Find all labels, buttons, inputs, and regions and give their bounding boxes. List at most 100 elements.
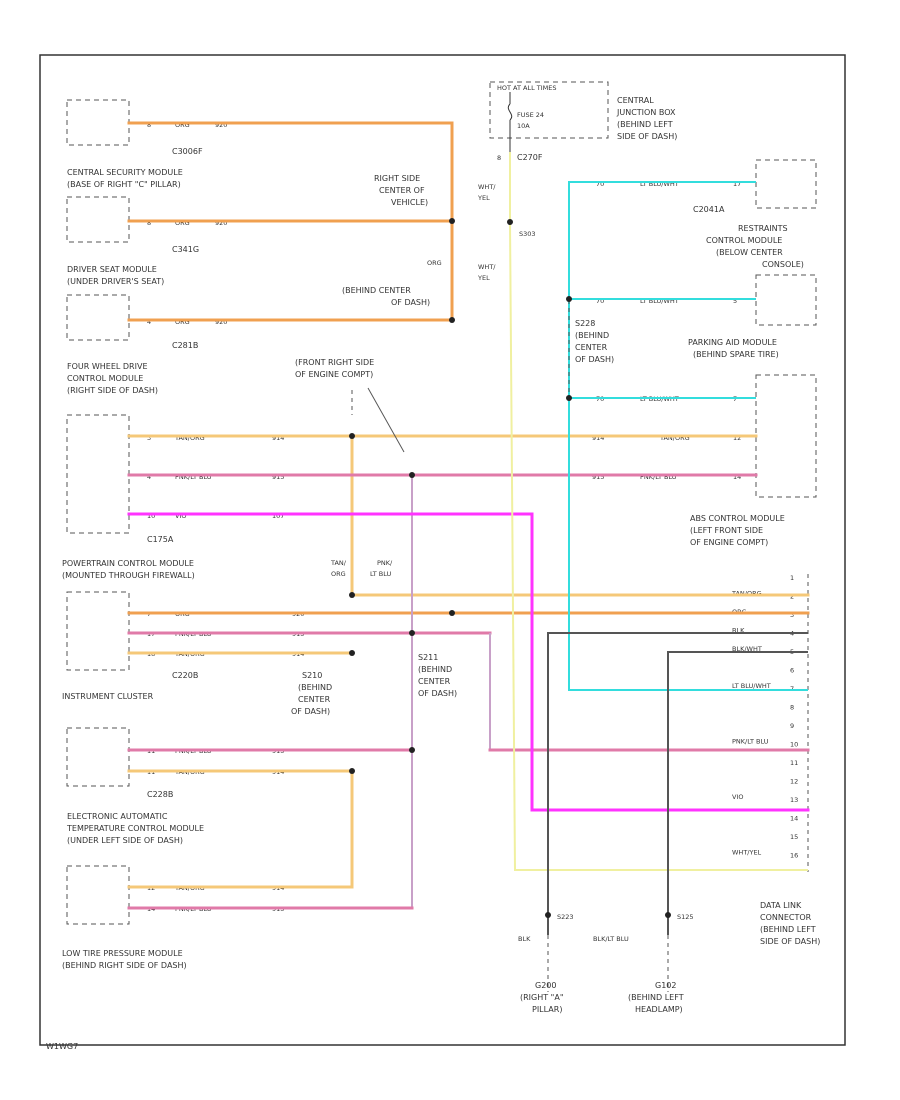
svg-text:RIGHT SIDE: RIGHT SIDE	[374, 174, 420, 183]
svg-text:PARKING AID MODULE: PARKING AID MODULE	[688, 338, 777, 347]
svg-text:HEADLAMP): HEADLAMP)	[635, 1005, 683, 1014]
wire-wht-yel-long	[509, 221, 808, 871]
svg-text:CONTROL MODULE: CONTROL MODULE	[706, 236, 782, 245]
svg-text:ELECTRONIC AUTOMATIC: ELECTRONIC AUTOMATIC	[67, 812, 168, 821]
svg-text:HOT AT ALL TIMES: HOT AT ALL TIMES	[497, 84, 557, 92]
dlc-pin-wire-label: PNK/LT BLU	[732, 738, 769, 746]
dlc-pin-number: 3	[790, 611, 794, 619]
wire-lt-blu-wht	[568, 181, 808, 691]
dlc-pin-number: 10	[790, 741, 798, 749]
wire-tan-org-eatc	[127, 769, 354, 889]
svg-text:OF ENGINE COMPT): OF ENGINE COMPT)	[690, 538, 768, 547]
central-junction-box: HOT AT ALL TIMES FUSE 24 10A CENTRAL JUN…	[489, 81, 677, 162]
svg-text:WHT/: WHT/	[478, 263, 496, 271]
svg-text:4: 4	[147, 318, 151, 326]
svg-text:VIO: VIO	[175, 512, 186, 520]
svg-text:(BELOW CENTER: (BELOW CENTER	[716, 248, 783, 257]
svg-text:OF DASH): OF DASH)	[291, 707, 330, 716]
svg-text:BLK: BLK	[518, 935, 531, 943]
svg-text:920: 920	[215, 219, 227, 227]
dlc-pin-number: 14	[790, 815, 798, 823]
module-abs: 70 LT BLU/WHT 7 914 TAN/ORG 12 915 PNK/L…	[592, 374, 817, 547]
wire-org-csm	[127, 121, 454, 322]
svg-text:920: 920	[215, 121, 227, 129]
svg-text:914: 914	[272, 434, 284, 442]
dlc-pin-number: 11	[790, 759, 798, 767]
svg-text:LT BLU/WHT: LT BLU/WHT	[640, 297, 679, 305]
svg-text:S303: S303	[519, 230, 536, 238]
svg-text:YEL: YEL	[477, 274, 490, 282]
svg-text:TEMPERATURE CONTROL MODULE: TEMPERATURE CONTROL MODULE	[66, 824, 204, 833]
svg-text:OF DASH): OF DASH)	[418, 689, 457, 698]
svg-text:G102: G102	[655, 981, 676, 990]
svg-text:FOUR WHEEL DRIVE: FOUR WHEEL DRIVE	[67, 362, 148, 371]
svg-text:TAN/ORG: TAN/ORG	[174, 434, 205, 442]
wire-blk	[547, 632, 808, 935]
dlc-pin-number: 6	[790, 667, 794, 675]
module-instrument-cluster: 7 ORG 920 17 PNK/LT BLU 915 18 TAN/ORG 9…	[62, 591, 304, 701]
svg-text:14: 14	[733, 473, 741, 481]
svg-text:914: 914	[592, 434, 604, 442]
svg-text:POWERTRAIN CONTROL MODULE: POWERTRAIN CONTROL MODULE	[62, 559, 194, 568]
svg-text:(BEHIND CENTER: (BEHIND CENTER	[342, 286, 411, 295]
svg-text:CONSOLE): CONSOLE)	[762, 260, 804, 269]
svg-text:8: 8	[147, 219, 151, 227]
module-restraints: 70 LT BLU/WHT 17 C2041A RESTRAINTS CONTR…	[596, 159, 817, 269]
module-central-security: 8 ORG 920 C3006F CENTRAL SECURITY MODULE…	[66, 99, 227, 189]
svg-text:LOW TIRE PRESSURE MODULE: LOW TIRE PRESSURE MODULE	[62, 949, 183, 958]
svg-text:ORG: ORG	[331, 570, 346, 578]
module-eatc: 11 PNK/LT BLU 915 11 TAN/ORG 914 C228B E…	[66, 727, 284, 845]
module-parking-aid: 70 LT BLU/WHT 5 PARKING AID MODULE (BEHI…	[596, 274, 817, 359]
svg-text:107: 107	[272, 512, 284, 520]
svg-text:CENTER: CENTER	[418, 677, 451, 686]
svg-text:(LEFT FRONT SIDE: (LEFT FRONT SIDE	[690, 526, 763, 535]
dlc-pin-wire-label: LT BLU/WHT	[732, 682, 771, 690]
dlc-pin-number: 8	[790, 704, 794, 712]
svg-text:TAN/: TAN/	[330, 559, 347, 567]
svg-text:INSTRUMENT CLUSTER: INSTRUMENT CLUSTER	[62, 692, 154, 701]
splice-labels: RIGHT SIDE CENTER OF VEHICLE) ORG (BEHIN…	[291, 174, 694, 1014]
svg-text:(UNDER LEFT SIDE OF DASH): (UNDER LEFT SIDE OF DASH)	[67, 836, 183, 845]
svg-text:CENTER OF: CENTER OF	[379, 186, 425, 195]
svg-text:WHT/: WHT/	[478, 183, 496, 191]
wire-vio	[127, 512, 810, 812]
svg-text:TAN/ORG: TAN/ORG	[659, 434, 690, 442]
svg-text:S223: S223	[557, 913, 574, 921]
svg-text:(BEHIND: (BEHIND	[418, 665, 452, 674]
diagram-frame	[39, 54, 846, 1046]
svg-text:915: 915	[592, 473, 604, 481]
svg-text:ABS CONTROL MODULE: ABS CONTROL MODULE	[690, 514, 785, 523]
svg-text:VEHICLE): VEHICLE)	[391, 198, 428, 207]
svg-text:ORG: ORG	[175, 121, 190, 129]
svg-text:4: 4	[147, 473, 151, 481]
svg-text:(BEHIND LEFT: (BEHIND LEFT	[760, 925, 816, 934]
module-low-tire-pressure: 12 TAN/ORG 914 14 PNK/LT BLU 915 LOW TIR…	[62, 865, 284, 970]
svg-text:S228: S228	[575, 319, 595, 328]
diagram-id: W1WG7	[46, 1042, 78, 1051]
svg-text:70: 70	[596, 180, 604, 188]
svg-text:LT BLU/WHT: LT BLU/WHT	[640, 180, 679, 188]
svg-text:17: 17	[733, 180, 741, 188]
dlc-pin-number: 12	[790, 778, 798, 786]
svg-text:12: 12	[733, 434, 741, 442]
svg-text:OF DASH): OF DASH)	[391, 298, 430, 307]
wire-blk-lt-blu	[667, 651, 808, 935]
svg-text:SIDE OF DASH): SIDE OF DASH)	[617, 132, 677, 141]
svg-text:3: 3	[147, 434, 151, 442]
dlc-pin-number: 9	[790, 722, 794, 730]
svg-text:S210: S210	[302, 671, 322, 680]
dlc-pin-number: 13	[790, 796, 798, 804]
svg-text:CENTER: CENTER	[298, 695, 331, 704]
svg-text:8: 8	[497, 154, 501, 162]
dlc-pin-number: 1	[790, 574, 794, 582]
svg-text:PNK/LT BLU: PNK/LT BLU	[640, 473, 677, 481]
svg-text:CONTROL MODULE: CONTROL MODULE	[67, 374, 143, 383]
svg-text:CENTRAL: CENTRAL	[617, 96, 654, 105]
svg-text:C228B: C228B	[147, 790, 173, 799]
svg-text:LT BLU: LT BLU	[370, 570, 392, 578]
engine-compt-pointer	[367, 387, 405, 453]
svg-text:DATA LINK: DATA LINK	[760, 901, 802, 910]
module-powertrain: 3 TAN/ORG 914 4 PNK/LT BLU 915 10 VIO 10…	[62, 414, 284, 580]
svg-text:C270F: C270F	[517, 153, 543, 162]
